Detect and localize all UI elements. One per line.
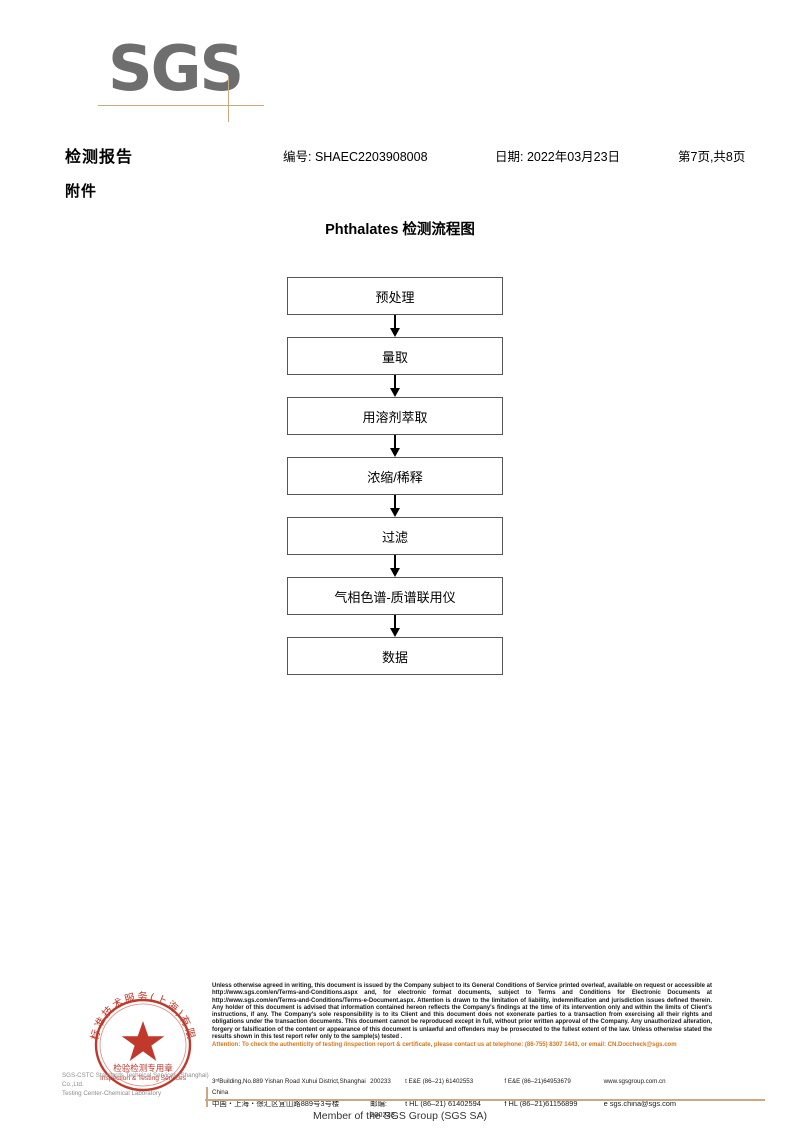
footer-horizontal-rule: [205, 1099, 765, 1101]
logo-horizontal-rule: [98, 105, 264, 106]
flowchart-title: Phthalates 检测流程图: [325, 222, 475, 238]
footer-vertical-tick: [206, 1087, 208, 1107]
flow-step-pretreatment: 预处理: [287, 277, 503, 315]
flow-step-data: 数据: [287, 637, 503, 675]
flow-step-measure: 量取: [287, 337, 503, 375]
address-contact-block: 3ʳᵈBuilding,No.889 Yishan Road Xuhui Dis…: [212, 1076, 714, 1120]
flow-step-filtration: 过滤: [287, 517, 503, 555]
company-name-line2: Testing Center-Chemical Laboratory: [62, 1090, 162, 1097]
attachment-label: 附件: [65, 183, 98, 200]
report-number: 编号: SHAEC2203908008: [283, 150, 428, 164]
telephone-hl: t HL (86–21) 61402594: [405, 1099, 481, 1108]
flow-arrow-6: [287, 615, 503, 637]
flow-step-concentrate-dilute: 浓缩/稀释: [287, 457, 503, 495]
postcode-cn: 邮编: 200233: [370, 1099, 395, 1119]
sgs-logo-text: SGS: [108, 32, 244, 105]
flow-arrow-4: [287, 495, 503, 517]
attention-notice-text: Attention: To check the authenticity of …: [212, 1042, 677, 1049]
flow-step-gcms: 气相色谱-质谱联用仪: [287, 577, 503, 615]
email-link[interactable]: e sgs.china@sgs.com: [603, 1099, 677, 1108]
postcode-en: 200233: [370, 1078, 391, 1085]
legal-disclaimer-block: Unless otherwise agreed in writing, this…: [212, 983, 712, 1050]
address-cn: 中国・上海・徐汇区宜山路889号3号楼: [212, 1099, 340, 1108]
flowchart: 预处理 量取 用溶剂萃取 浓缩/稀释 过滤 气相色谱-质谱联用仪 数据: [287, 277, 503, 675]
document-footer: 通标标准技术服务(上海)有限公司 检验检测专用章 Inspection & Te…: [0, 975, 800, 1131]
svg-text:检验检测专用章: 检验检测专用章: [113, 1063, 173, 1074]
fax-hl: f HL (86–21)61156899: [504, 1099, 578, 1108]
address-en: 3ʳᵈBuilding,No.889 Yishan Road Xuhui Dis…: [212, 1078, 366, 1096]
laboratory-company-name: SGS-CSTC Standards Technical Services (S…: [62, 1071, 232, 1098]
page-counter: 第7页,共8页: [678, 150, 746, 164]
flow-arrow-2: [287, 375, 503, 397]
sgs-logo: SGS: [98, 32, 288, 122]
flow-arrow-3: [287, 435, 503, 457]
official-seal-stamp: 通标标准技术服务(上海)有限公司 检验检测专用章 Inspection & Te…: [82, 983, 204, 1101]
sgs-group-member-line: Member of the SGS Group (SGS SA): [313, 1110, 487, 1122]
logo-vertical-tick: [228, 76, 229, 122]
svg-text:Inspection & Testing Services: Inspection & Testing Services: [100, 1075, 187, 1082]
flow-arrow-1: [287, 315, 503, 337]
flow-arrow-5: [287, 555, 503, 577]
company-name-line1: SGS-CSTC Standards Technical Services (S…: [62, 1072, 209, 1088]
legal-disclaimer-text: Unless otherwise agreed in writing, this…: [212, 983, 712, 1041]
flow-step-solvent-extraction: 用溶剂萃取: [287, 397, 503, 435]
address-row-cn: 中国・上海・徐汇区宜山路889号3号楼 邮编: 200233 t HL (86–…: [212, 1098, 714, 1120]
report-header: 检测报告 编号: SHAEC2203908008 日期: 2022年03月23日…: [65, 143, 765, 166]
page-title: 检测报告: [65, 149, 134, 166]
address-row-en: 3ʳᵈBuilding,No.889 Yishan Road Xuhui Dis…: [212, 1076, 714, 1098]
report-date: 日期: 2022年03月23日: [495, 150, 621, 164]
fax-ee: f E&E (86–21)64953679: [504, 1078, 571, 1085]
telephone-ee: t E&E (86–21) 61402553: [405, 1078, 474, 1085]
website-link[interactable]: www.sgsgroup.com.cn: [603, 1078, 666, 1085]
